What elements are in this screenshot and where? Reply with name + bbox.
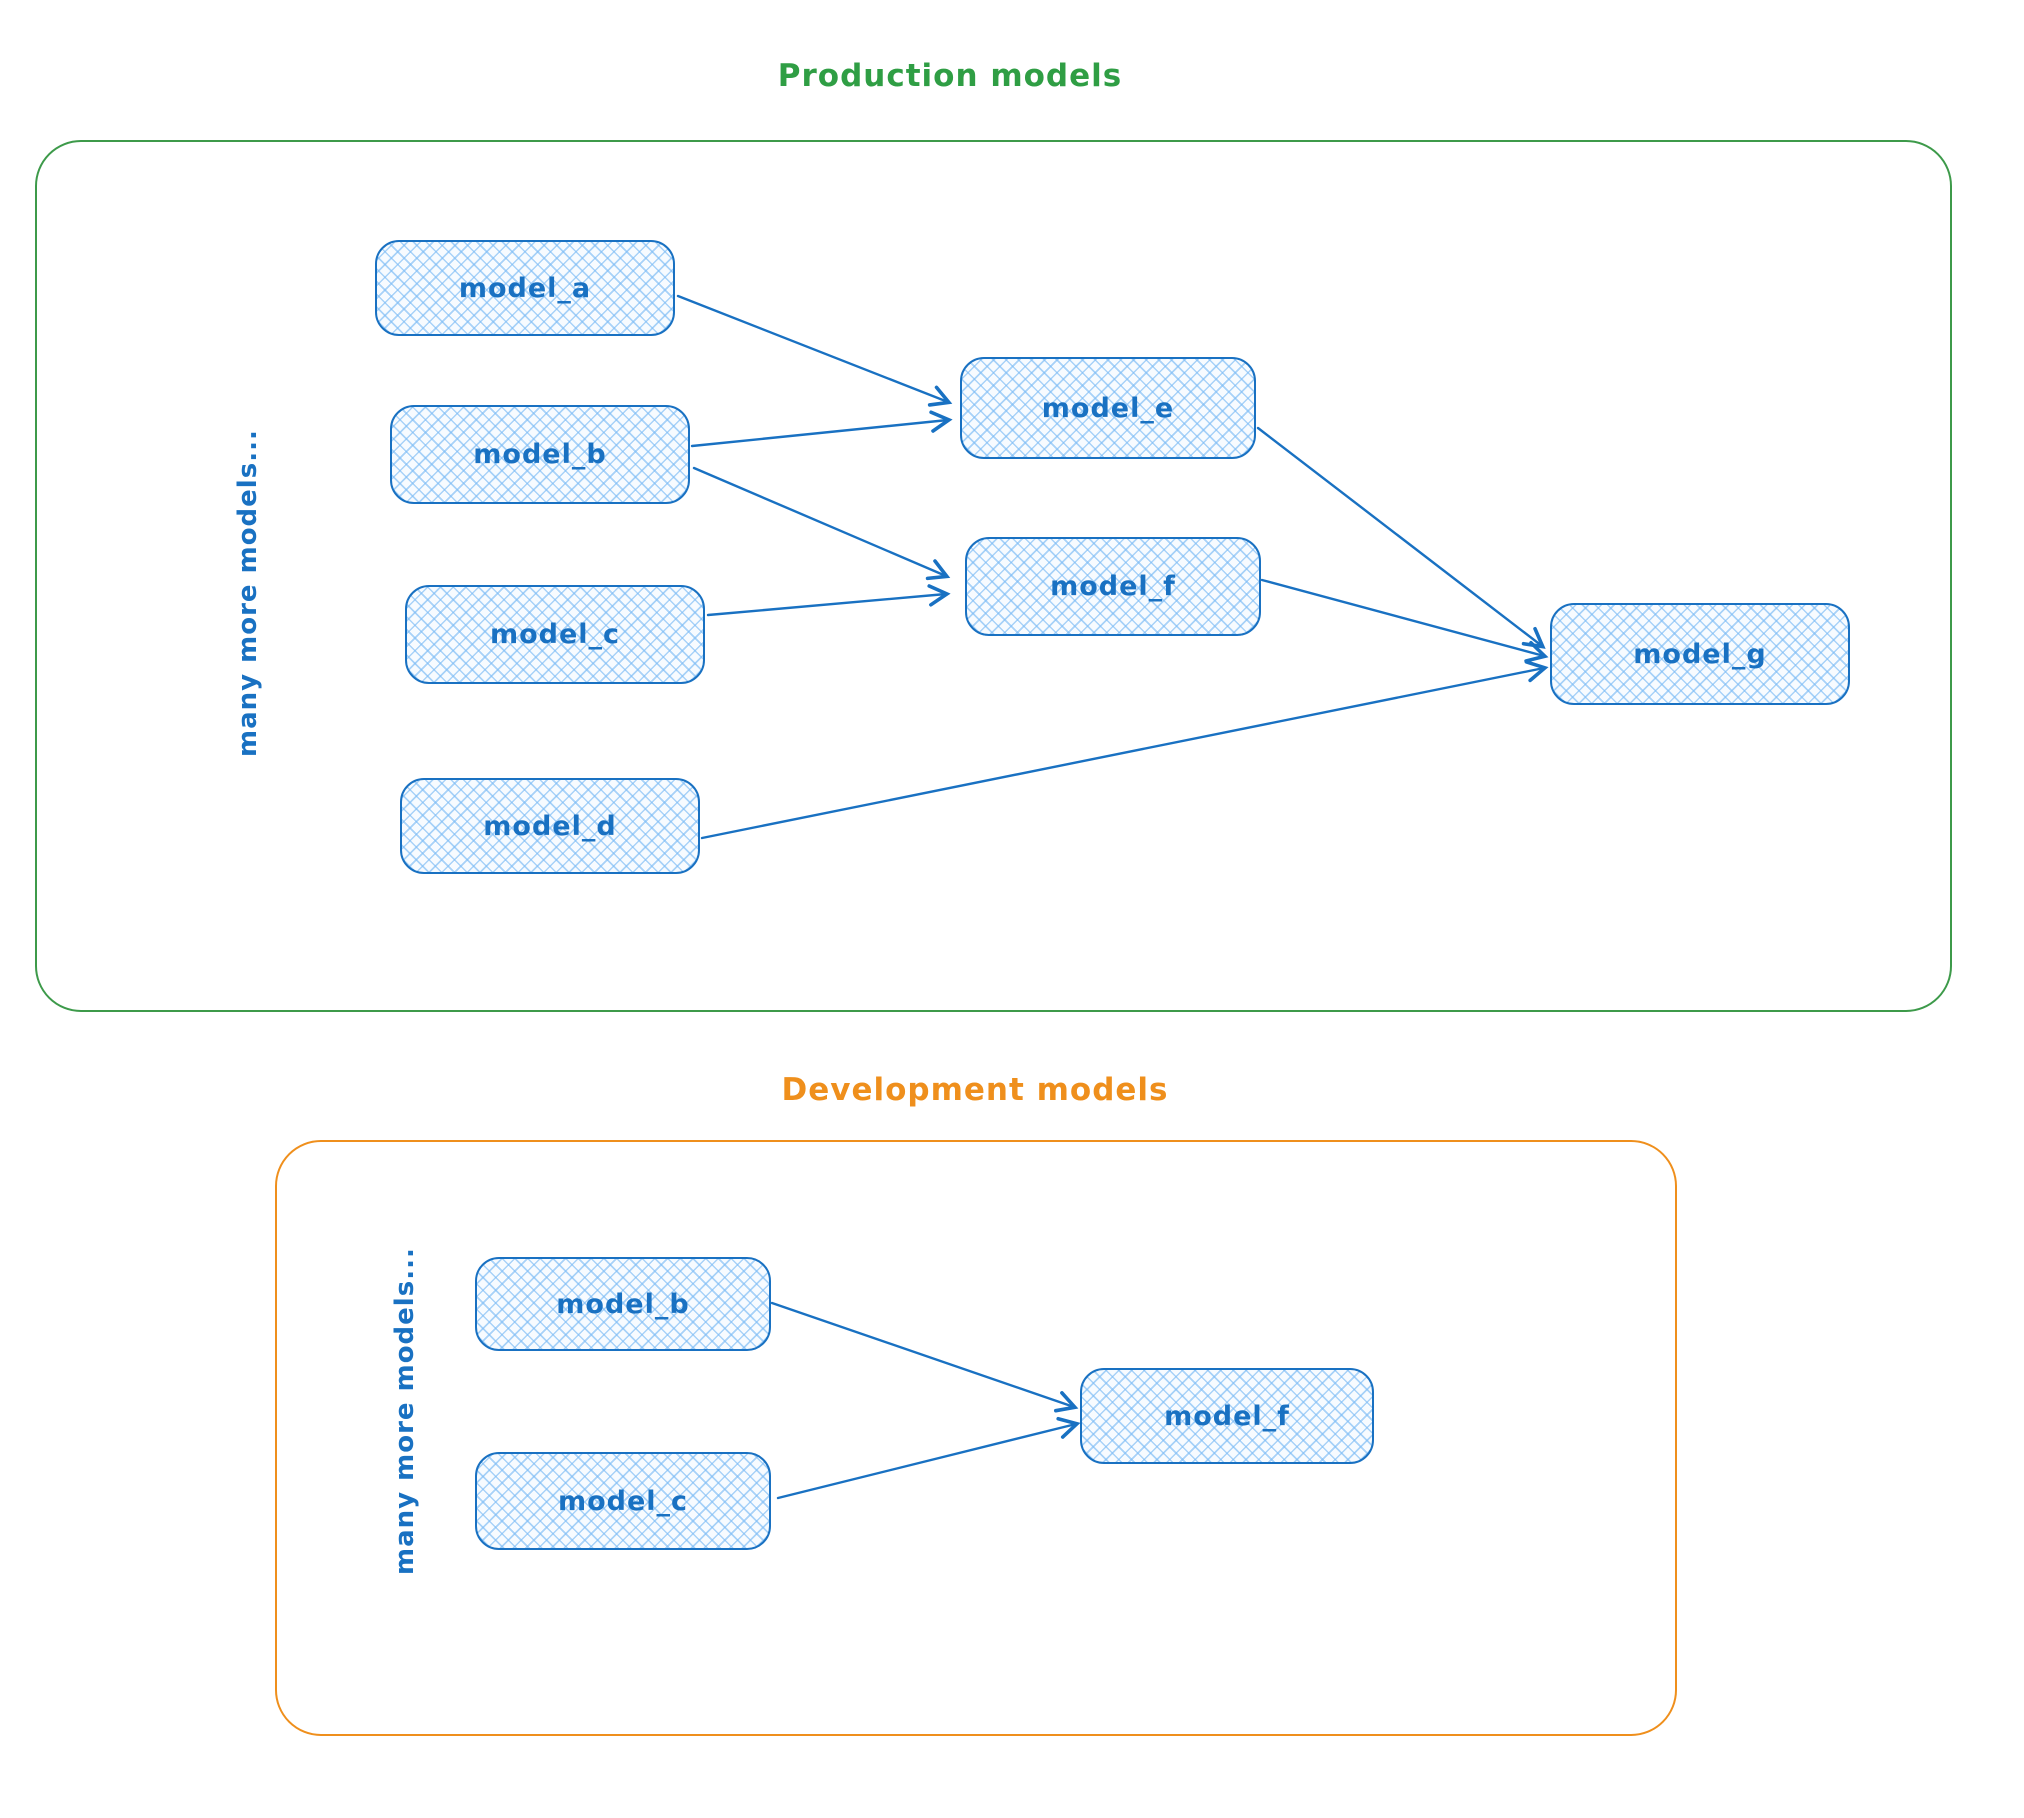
node-model-e[interactable]: model_e	[960, 357, 1256, 459]
node-model-c[interactable]: model_c	[405, 585, 705, 684]
node-model-c-label: model_c	[489, 619, 621, 650]
node-model-b[interactable]: model_b	[390, 405, 690, 504]
edge-model-d-to-model-g[interactable]	[700, 660, 1549, 840]
edge-model-c-to-model-f[interactable]	[706, 584, 951, 617]
edge-dev-model-c-to-model-f[interactable]	[776, 1416, 1081, 1500]
node-dev-model-b-label: model_b	[556, 1288, 690, 1320]
development-section-title: Development models	[781, 1072, 1169, 1108]
node-model-a[interactable]: model_a	[375, 240, 675, 336]
edge-model-a-to-model-e[interactable]	[676, 294, 953, 407]
node-model-b-label: model_b	[473, 439, 607, 470]
node-dev-model-f-label: model_f	[1164, 1400, 1290, 1432]
production-container	[35, 140, 1952, 1012]
node-model-f[interactable]: model_f	[965, 537, 1261, 636]
edge-model-b-to-model-f[interactable]	[692, 466, 951, 581]
edge-model-b-to-model-e[interactable]	[690, 410, 953, 448]
node-dev-model-c[interactable]: model_c	[475, 1452, 771, 1550]
node-model-d-label: model_d	[483, 810, 617, 842]
edge-model-e-to-model-g[interactable]	[1256, 426, 1546, 649]
production-side-label: many more models...	[233, 429, 263, 757]
development-container	[275, 1140, 1677, 1736]
node-model-g-label: model_g	[1633, 638, 1767, 670]
edge-dev-model-b-to-model-f[interactable]	[770, 1301, 1079, 1413]
node-model-e-label: model_e	[1041, 392, 1175, 424]
node-model-d[interactable]: model_d	[400, 778, 700, 874]
node-dev-model-b[interactable]: model_b	[475, 1257, 771, 1351]
node-dev-model-c-label: model_c	[557, 1485, 689, 1517]
production-section-title: Production models	[777, 58, 1123, 94]
node-model-g[interactable]: model_g	[1550, 603, 1850, 705]
node-model-f-label: model_f	[1050, 571, 1176, 602]
edge-model-f-to-model-g[interactable]	[1260, 578, 1549, 663]
node-model-a-label: model_a	[458, 272, 592, 304]
development-side-label: many more models...	[390, 1247, 420, 1575]
node-dev-model-f[interactable]: model_f	[1080, 1368, 1374, 1464]
